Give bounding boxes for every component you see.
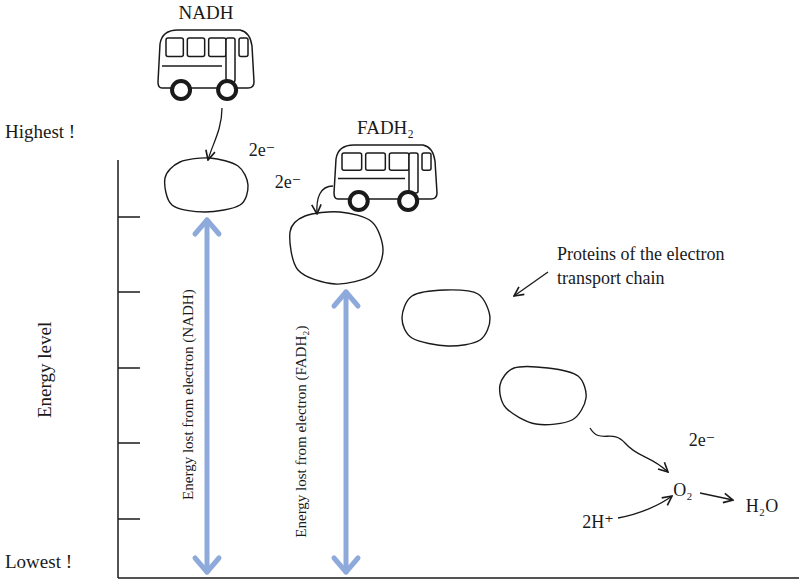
electron-label: 2e⁻ [249, 140, 276, 161]
bus-icon [328, 139, 443, 217]
carrier-name: NADH [152, 2, 260, 24]
axis [118, 160, 799, 578]
axis-label: Highest ! [5, 121, 75, 143]
electron-label: 2e⁻ [275, 172, 302, 193]
protein-blob [402, 290, 490, 346]
molecule-label: H₂O [746, 496, 778, 517]
protein-blob [500, 367, 587, 425]
callout-text: Proteins of the electron transport chain [557, 242, 772, 291]
arrow-caption: Energy lost from electron (NADH) [179, 290, 196, 501]
axis-label: Lowest ! [5, 551, 72, 573]
carrier-name: FADH₂ [328, 117, 443, 139]
arrow-caption: Energy lost from electron (FADH₂) [293, 326, 310, 538]
axis-title: Energy level [34, 322, 56, 418]
bus-icon [152, 24, 260, 106]
bus-carrier: NADH [152, 2, 260, 106]
protein-blob [290, 212, 383, 284]
energy-arrows [195, 220, 358, 572]
bus-carrier: FADH₂ [328, 117, 443, 217]
protein-blob [165, 158, 248, 212]
leader-arrows [208, 108, 733, 518]
ion-label: 2H⁺ [582, 512, 614, 533]
molecule-label: O₂ [673, 480, 692, 501]
electron-label: 2e⁻ [689, 430, 716, 451]
